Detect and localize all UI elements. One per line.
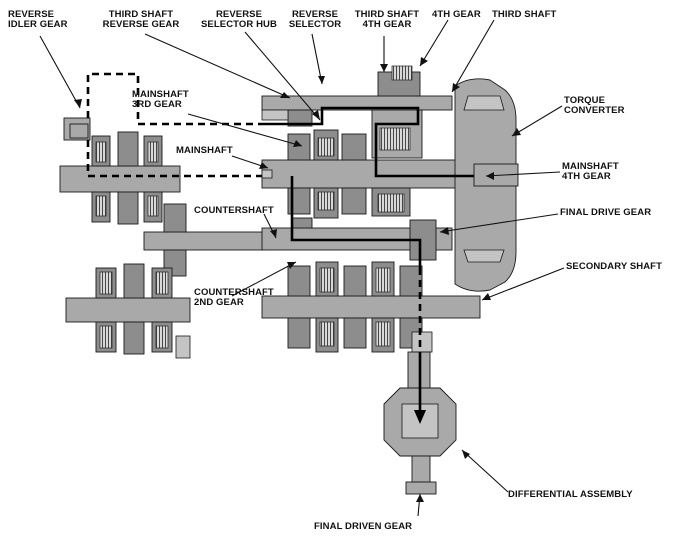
label-countershaft: COUNTERSHAFT xyxy=(194,205,274,216)
label-third-shaft: THIRD SHAFT xyxy=(492,9,557,20)
label-secondary-shaft: SECONDARY SHAFT xyxy=(566,261,662,272)
label-third-shaft-4th-gear: THIRD SHAFT 4TH GEAR xyxy=(354,9,420,30)
third-shaft-assembly xyxy=(261,65,453,159)
label-final-driven-gear: FINAL DRIVEN GEAR xyxy=(314,521,413,532)
label-mainshaft-3rd-gear: MAINSHAFT 3RD GEAR xyxy=(132,89,189,110)
secondary-shaft-assembly xyxy=(261,261,481,353)
label-mainshaft: MAINSHAFT xyxy=(176,145,233,156)
label-third-shaft-reverse-gear: THIRD SHAFT REVERSE GEAR xyxy=(102,9,180,30)
label-final-drive-gear: FINAL DRIVE GEAR xyxy=(560,207,652,218)
left-mainshaft-gears xyxy=(59,117,181,225)
label-reverse-selector: REVERSE SELECTOR xyxy=(288,9,342,30)
label-reverse-idler-gear: REVERSE IDLER GEAR xyxy=(8,9,68,30)
mainshaft-assembly xyxy=(261,129,475,219)
power-flow-line xyxy=(86,72,474,424)
leader-lines xyxy=(39,19,565,517)
label-mainshaft-4th-gear: MAINSHAFT 4TH GEAR xyxy=(562,161,619,182)
torque-converter xyxy=(454,78,519,292)
label-torque-converter: TORQUE CONVERTER xyxy=(564,95,625,116)
left-countershaft-area xyxy=(143,203,265,277)
label-countershaft-2nd-gear: COUNTERSHAFT 2ND GEAR xyxy=(194,287,274,308)
left-secondary-gears xyxy=(65,263,191,359)
label-4th-gear: 4TH GEAR xyxy=(432,9,481,20)
label-differential-assembly: DIFFERENTIAL ASSEMBLY xyxy=(508,489,633,500)
label-reverse-selector-hub: REVERSE SELECTOR HUB xyxy=(201,9,277,30)
